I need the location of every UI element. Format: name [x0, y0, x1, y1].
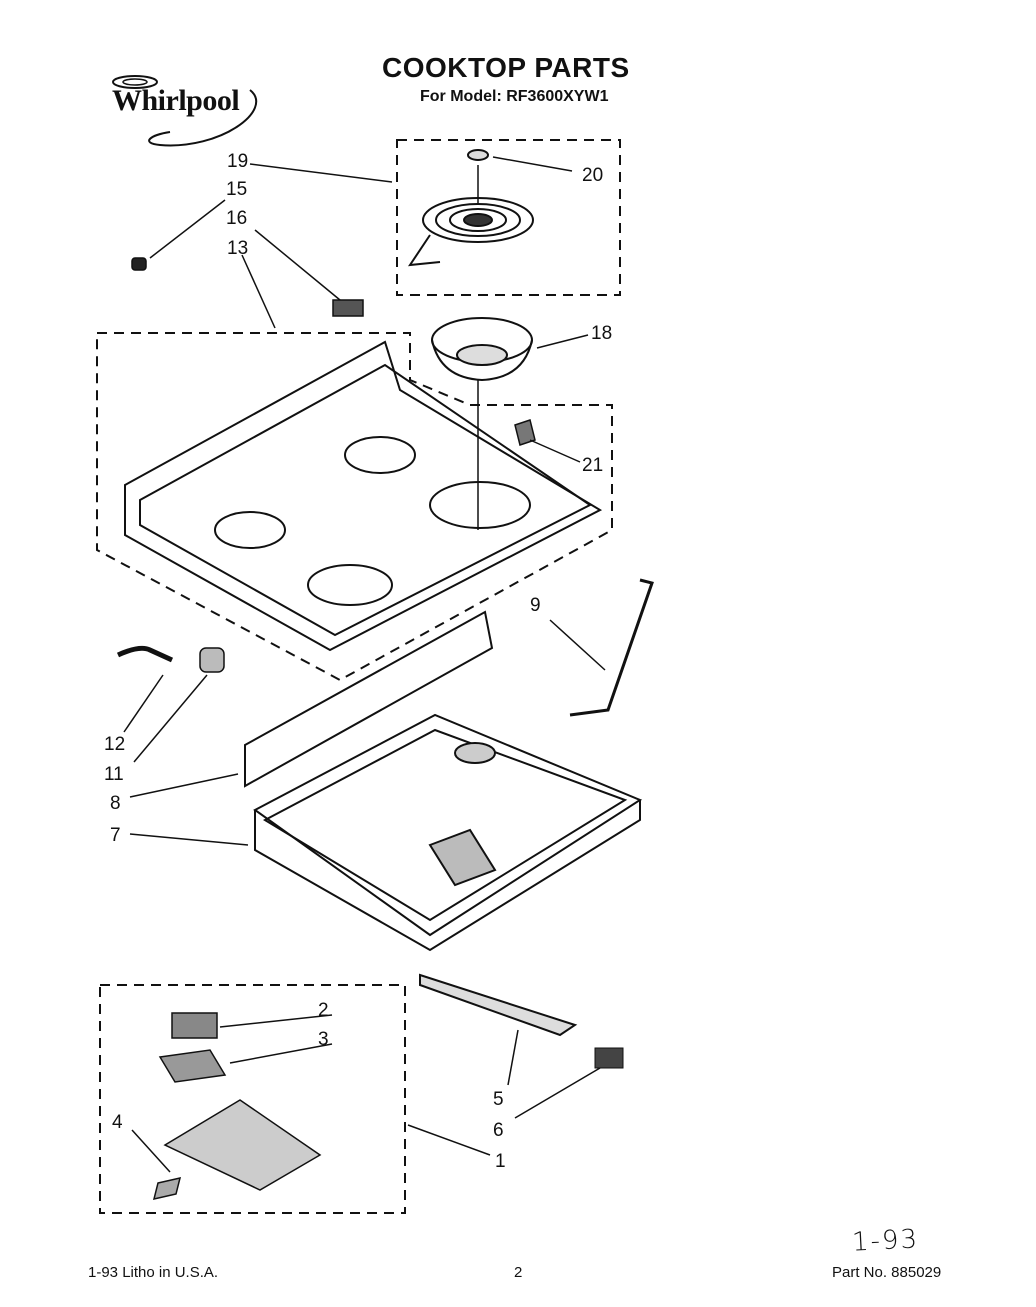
- leader-lines: [123, 156, 606, 1173]
- bracket-part-5: [419, 973, 578, 1037]
- callout-21: 21: [582, 455, 604, 476]
- rod-part-9: [569, 578, 654, 717]
- whirlpool-logo: [112, 75, 258, 147]
- connector-part-6: [594, 1047, 624, 1069]
- part-21: [514, 419, 536, 446]
- tray-part-7: [253, 713, 643, 952]
- page-title: COOKTOP PARTS: [382, 52, 630, 83]
- callout-6: 6: [493, 1120, 504, 1141]
- part-12: [116, 645, 174, 663]
- callout-16: 16: [226, 208, 248, 229]
- callout-7: 7: [110, 825, 121, 846]
- page-number: 2: [514, 1264, 523, 1281]
- callout-9: 9: [530, 595, 541, 616]
- callout-12: 12: [104, 734, 126, 755]
- part-3: [158, 1049, 227, 1083]
- panel-part-8: [244, 610, 494, 788]
- callout-19: 19: [227, 151, 249, 172]
- part-16: [332, 299, 364, 317]
- callout-5: 5: [493, 1089, 504, 1110]
- part-number: Part No. 885029: [832, 1264, 942, 1281]
- surface-element-part: [407, 149, 534, 267]
- cooktop-group-outline: [96, 332, 613, 682]
- part-4: [152, 1176, 182, 1201]
- control-parts: [152, 1012, 322, 1201]
- model-subtitle: For Model: RF3600XYW1: [420, 88, 609, 105]
- drip-bowl-part: [431, 317, 533, 530]
- callout-3: 3: [318, 1029, 329, 1050]
- cooktop-part: [124, 340, 603, 652]
- small-parts: [116, 257, 536, 673]
- callout-8: 8: [110, 793, 121, 814]
- callout-15: 15: [226, 179, 248, 200]
- litho-note: 1-93 Litho in U.S.A.: [88, 1264, 219, 1281]
- callout-11: 11: [104, 764, 124, 785]
- control-group-outline: [99, 984, 406, 1214]
- callout-20: 20: [582, 165, 604, 186]
- callout-4: 4: [112, 1112, 123, 1133]
- part-15: [131, 257, 147, 271]
- part-2: [171, 1012, 218, 1039]
- part-1: [163, 1099, 322, 1191]
- handwritten-date: 1-93: [851, 1224, 920, 1258]
- part-11: [199, 647, 225, 673]
- callout-18: 18: [591, 323, 613, 344]
- callout-13: 13: [227, 238, 249, 259]
- callout-1: 1: [495, 1151, 506, 1172]
- callout-2: 2: [318, 1000, 329, 1021]
- brand-wordmark: Whirlpool: [112, 84, 240, 117]
- element-group-outline: [396, 139, 621, 296]
